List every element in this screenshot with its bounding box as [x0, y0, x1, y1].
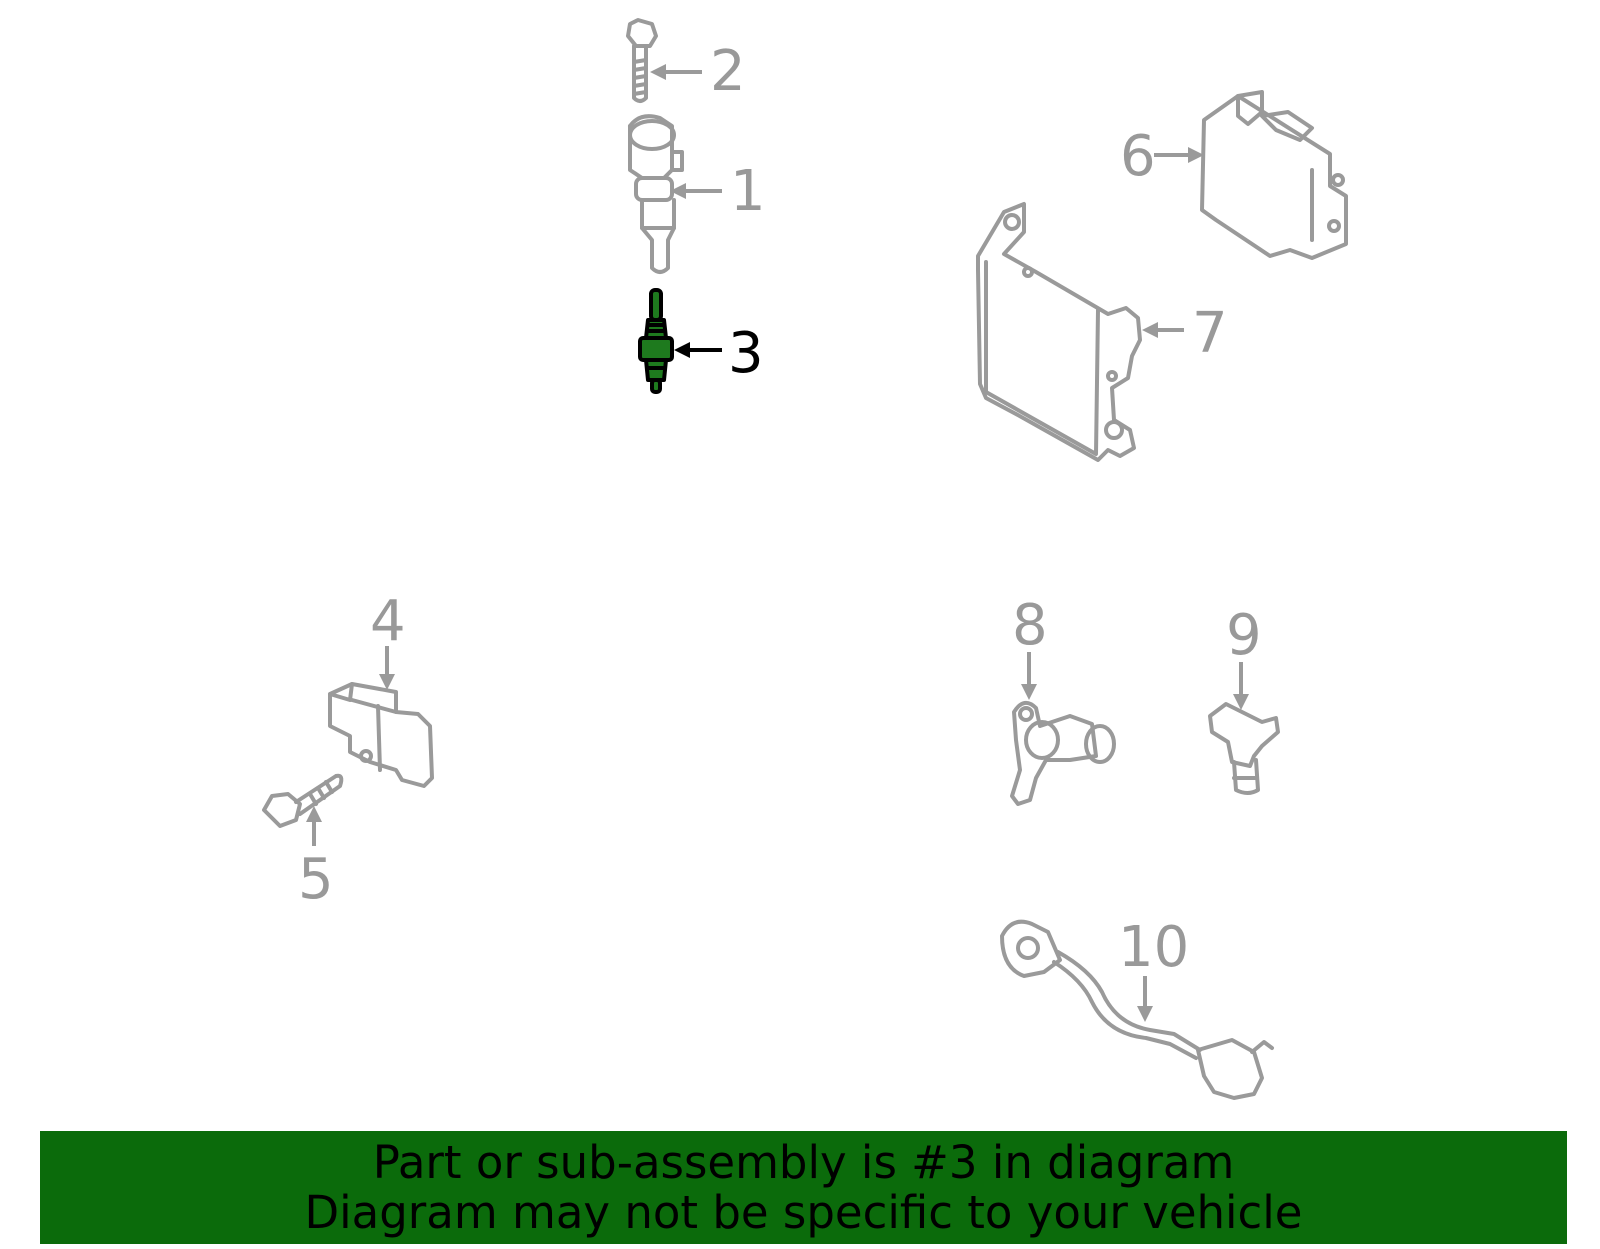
part-1-ignition-coil[interactable]: [628, 114, 684, 274]
part-4-sensor-bracket[interactable]: [328, 682, 434, 788]
part-6-control-module[interactable]: [1200, 90, 1348, 260]
banner-line-1: Part or sub-assembly is #3 in diagram: [372, 1135, 1235, 1189]
callout-6: 6: [1120, 124, 1156, 189]
callout-9: 9: [1226, 603, 1262, 668]
callout-3: 3: [728, 321, 764, 386]
callout-8: 8: [1012, 593, 1048, 658]
parts-diagram: 2 1 3 6: [262, 18, 1348, 1100]
part-9-crankshaft-sensor[interactable]: [1208, 702, 1280, 795]
banner-line-2: Diagram may not be specific to your vehi…: [304, 1185, 1303, 1239]
part-7-module-bracket[interactable]: [976, 202, 1142, 462]
part-3-spark-plug[interactable]: [638, 288, 674, 394]
part-8-camshaft-sensor[interactable]: [1010, 700, 1116, 806]
callout-2: 2: [710, 39, 746, 104]
callout-1: 1: [730, 159, 766, 224]
info-banner: Part or sub-assembly is #3 in diagram Di…: [40, 1131, 1567, 1244]
callout-4: 4: [370, 589, 406, 654]
callout-10: 10: [1118, 915, 1189, 980]
part-10-knock-sensor[interactable]: [1000, 919, 1274, 1100]
part-5-bolt[interactable]: [262, 773, 344, 828]
part-2-bolt[interactable]: [626, 18, 658, 103]
callout-7: 7: [1192, 301, 1228, 366]
callout-5: 5: [298, 847, 334, 912]
